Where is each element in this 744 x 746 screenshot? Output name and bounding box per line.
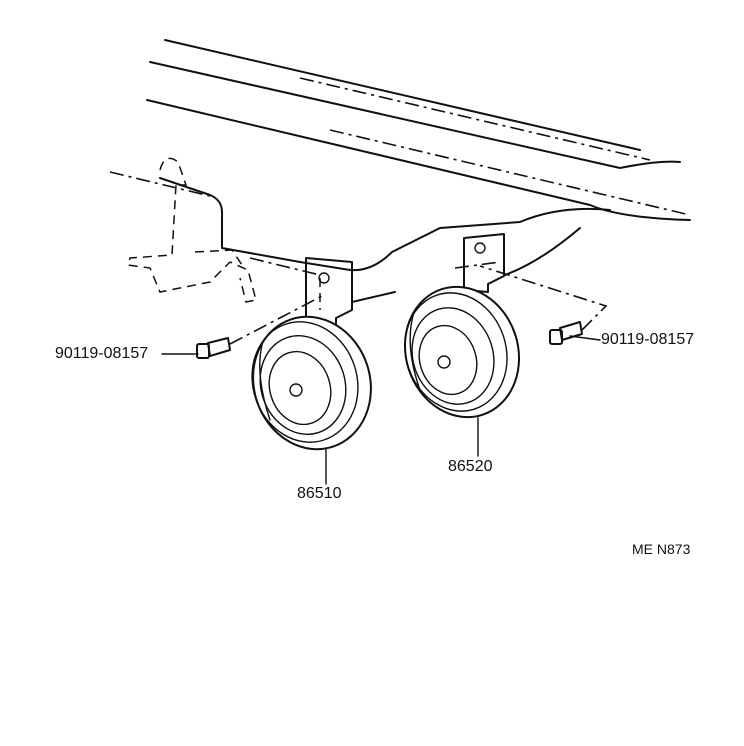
- install-guide-lines: [229, 265, 608, 345]
- bolt-right: [549, 321, 583, 345]
- horn-bracket-right: [463, 233, 505, 293]
- horn-part-number-right: 86520: [448, 458, 493, 475]
- bolt-part-number-left: 90119-08157: [55, 345, 149, 362]
- illustration-code: ME N873: [632, 541, 691, 557]
- horn-86520: [403, 285, 521, 419]
- body-panel: [146, 39, 691, 221]
- horn-86510: [251, 315, 372, 451]
- support-frame: [109, 171, 611, 303]
- horn-part-number-left: 86510: [297, 485, 342, 502]
- bracket-ghost: [127, 157, 257, 303]
- bolt-part-number-right: 90119-08157: [601, 331, 695, 348]
- bolt-left: [196, 337, 231, 359]
- leader-lines: [161, 335, 601, 485]
